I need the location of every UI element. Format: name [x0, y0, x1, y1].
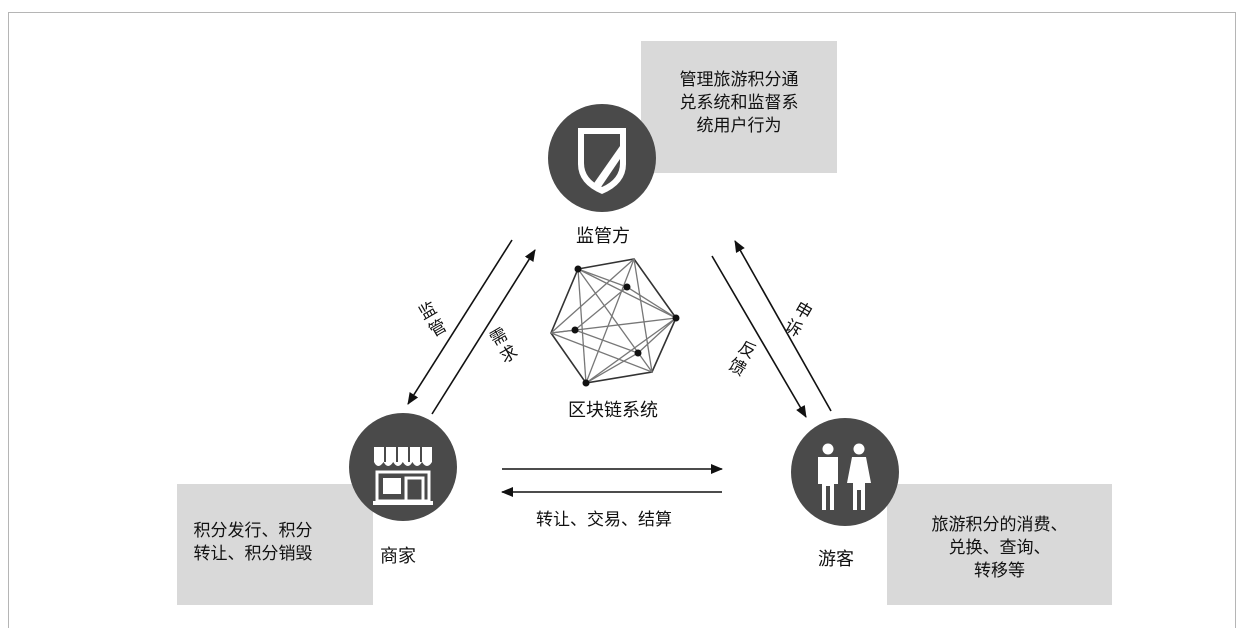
tourist-node [791, 418, 899, 526]
merchant-node [349, 413, 457, 521]
people-icon [818, 443, 871, 510]
merchant-label: 商家 [380, 546, 416, 567]
shield-icon [578, 128, 626, 194]
tourist-note-line-1: 旅游积分的消费、 [931, 515, 1068, 535]
merchant-note-line-2: 转让、积分销毁 [193, 544, 313, 564]
tourist-label: 游客 [818, 549, 854, 570]
demand-arrow [431, 249, 536, 415]
store-icon [373, 447, 433, 505]
tourist-note-line-3: 转移等 [974, 561, 1025, 581]
regulator-note-line-1: 管理旅游积分通 [679, 70, 799, 90]
appeal-arrow [734, 240, 832, 412]
regulator-note: 管理旅游积分通 兑系统和监督系 统用户行为 [641, 41, 837, 173]
regulator-label: 监管方 [576, 226, 630, 247]
tourist-note-line-2: 兑换、查询、 [948, 538, 1051, 558]
tourist-circle [791, 418, 899, 526]
supervise-arrow [407, 239, 513, 405]
blockchain-label: 区块链系统 [568, 400, 658, 421]
regulator-node [548, 104, 656, 212]
regulator-note-line-3: 统用户行为 [696, 116, 782, 136]
feedback-arrow [711, 255, 807, 418]
merchant-note: 积分发行、积分 转让、积分销毁 [177, 484, 373, 605]
transfer-label: 转让、交易、结算 [536, 510, 672, 530]
blockchain-icon [550, 258, 680, 387]
figure-frame [8, 12, 1236, 628]
tourist-note: 旅游积分的消费、 兑换、查询、 转移等 [887, 484, 1112, 605]
regulator-note-line-2: 兑系统和监督系 [679, 93, 799, 113]
merchant-note-line-1: 积分发行、积分 [193, 521, 313, 541]
